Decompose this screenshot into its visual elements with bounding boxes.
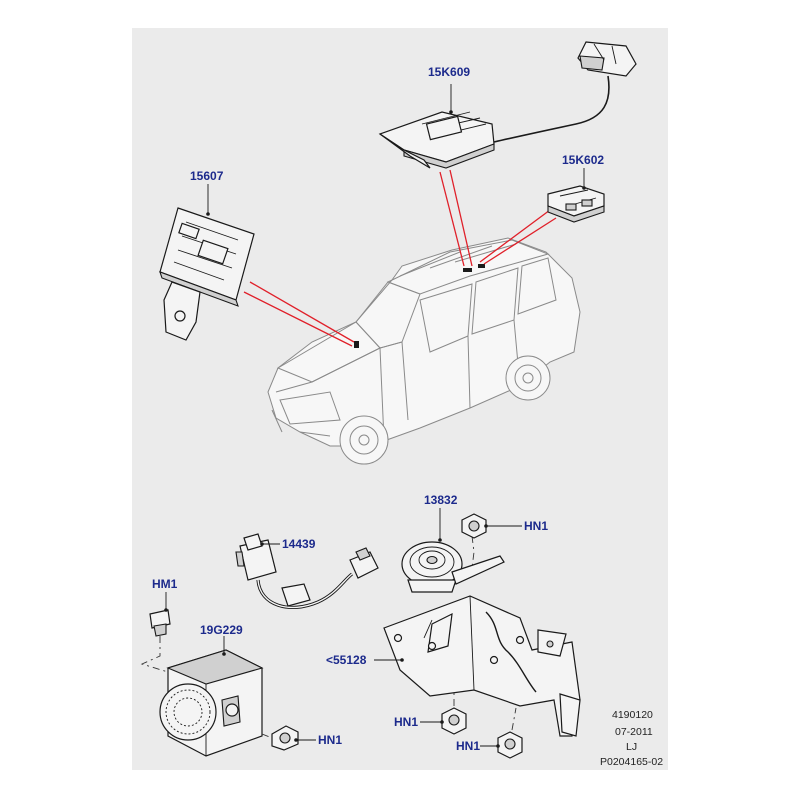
drawing-reference-block: 4190120 07-2011 LJ P0204165-02 [600,709,663,768]
label-15607: 15607 [190,169,224,183]
rear-wheel [505,355,551,401]
label-hn1-bracket-bottom: HN1 [456,739,480,753]
part-15k602-module[interactable] [547,185,605,223]
part-19g229-sounder[interactable] [159,649,264,757]
locator-lines [243,169,557,347]
part-15k609-sensor[interactable] [493,41,637,143]
part-14439-harness[interactable] [235,533,379,610]
label-15k602: 15K602 [562,153,604,167]
locator-marker-15k609 [463,268,472,272]
label-hn1-bracket-left: HN1 [394,715,418,729]
locator-marker-15607 [354,341,359,348]
part-55128-bracket[interactable] [383,595,581,737]
reference-number: 4190120 [612,709,653,721]
part-15k609-module[interactable] [378,111,495,169]
label-19g229: 19G229 [200,623,243,637]
part-13832-horn[interactable] [401,541,505,593]
label-hn1-sounder: HN1 [318,733,342,747]
part-hn1-horn-nut[interactable] [461,513,487,539]
part-15607-module[interactable] [159,207,255,341]
part-hn1-bracket-bottom-nut[interactable] [497,731,523,759]
front-wheel [339,415,389,465]
label-13832: 13832 [424,493,458,507]
label-14439: 14439 [282,537,316,551]
locator-marker-15k602 [478,264,485,268]
label-15k609: 15K609 [428,65,470,79]
reference-initials: LJ [626,741,637,753]
part-hn1-sounder-nut[interactable] [271,725,299,751]
vehicle-illustration [267,237,581,465]
label-hm1: HM1 [152,577,178,591]
reference-drawing-number: P0204165-02 [600,756,663,768]
part-hn1-bracket-left-nut[interactable] [441,707,467,735]
reference-date: 07-2011 [615,726,653,738]
label-hn1-horn: HN1 [524,519,548,533]
label-55128: <55128 [326,653,367,667]
part-hm1-stud[interactable] [149,609,171,637]
